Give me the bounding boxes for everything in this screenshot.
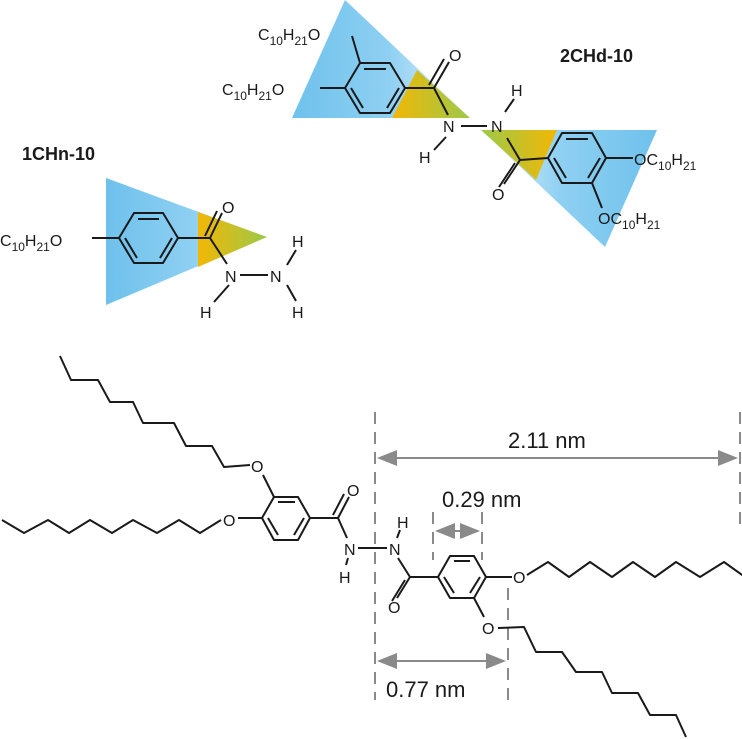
nitrogen-atom: N: [491, 119, 503, 136]
benzene-ring: [437, 555, 487, 599]
compound-label-2chd-10: 2CHd-10: [560, 46, 633, 66]
decyl-chain: [59, 355, 251, 468]
hydrogen-atom: H: [200, 305, 212, 322]
nitrogen-atom: N: [344, 542, 356, 559]
alkoxy-label: OC10H21: [598, 211, 661, 232]
oxygen-atom: O: [513, 570, 525, 587]
alkoxy-label: C10H21O: [222, 82, 284, 103]
hydrogen-atom: H: [419, 150, 431, 167]
oxygen-atom: O: [492, 187, 504, 204]
oxygen-atom: O: [388, 600, 400, 617]
total-length-label: 2.11 nm: [508, 428, 586, 453]
oxygen-atom: O: [347, 483, 359, 500]
oxygen-atom: O: [222, 200, 234, 217]
ring-width-label: 0.29 nm: [442, 487, 522, 512]
amide-region-highlight: [481, 130, 557, 180]
skeletal-structure: O O O N N H H O O O: [1, 355, 742, 738]
decyl-chain: [526, 561, 742, 578]
hydrogen-atom: H: [511, 83, 523, 100]
compound-label-1chn-10: 1CHn-10: [22, 144, 95, 164]
alkoxy-label: C10H21O: [258, 27, 320, 48]
amide-region-highlight: [198, 212, 267, 267]
oxygen-atom: O: [251, 459, 263, 476]
dimension-lines: 2.11 nm 0.29 nm 0.77 nm: [374, 412, 741, 702]
hydrogen-atom: H: [397, 515, 409, 532]
hydrogen-atom: H: [292, 234, 304, 251]
hydrogen-atom: H: [339, 570, 351, 587]
decyl-chain: [497, 626, 687, 738]
oxygen-atom: O: [449, 48, 461, 65]
compound-2chd-10-structure: C10H21O C10H21O O N N H H O OC10H21 OC10…: [222, 0, 697, 247]
oxygen-atom: O: [482, 621, 494, 638]
decyl-chain: [1, 519, 222, 534]
aromatic-region-highlight: [106, 178, 267, 305]
core-width-label: 0.77 nm: [386, 677, 466, 702]
nitrogen-atom: N: [443, 119, 455, 136]
alkoxy-label: OC10H21: [634, 152, 697, 173]
amide-region-highlight: [392, 70, 470, 118]
alkoxy-label: C10H21O: [0, 233, 62, 254]
nitrogen-atom: N: [389, 542, 401, 559]
nitrogen-atom: N: [270, 269, 282, 286]
compound-1chn-10-structure: 1CHn-10 C10H21O O N N H H H: [0, 144, 304, 322]
nitrogen-atom: N: [225, 269, 237, 286]
benzene-ring: [261, 496, 311, 541]
hydrogen-atom: H: [292, 305, 304, 322]
oxygen-atom: O: [223, 513, 235, 530]
